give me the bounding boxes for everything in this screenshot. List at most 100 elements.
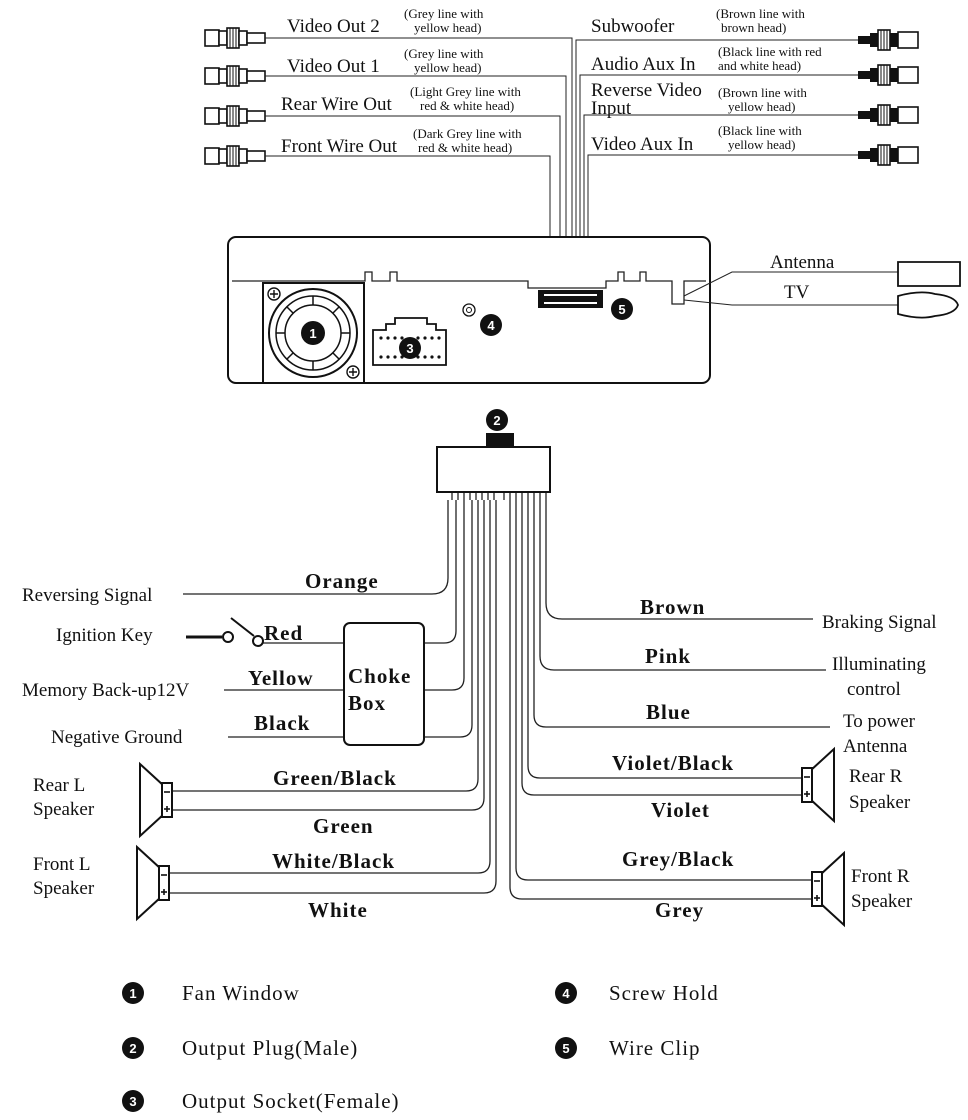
label-negative-ground: Negative Ground bbox=[51, 727, 183, 748]
note-subwoofer-b: brown head) bbox=[721, 20, 786, 35]
note-front-wire-out-a: (Dark Grey line with bbox=[413, 126, 522, 141]
note-video-aux-in-b: yellow head) bbox=[728, 137, 796, 152]
wire-clip bbox=[538, 290, 603, 308]
speaker-front-l bbox=[136, 846, 170, 920]
label-video-aux-in: Video Aux In bbox=[591, 134, 694, 155]
wire-violet-black bbox=[527, 500, 812, 779]
svg-text:Wire Clip: Wire Clip bbox=[609, 1036, 701, 1060]
color-yellow: Yellow bbox=[248, 666, 314, 690]
label-reverse-video-line2: Input bbox=[591, 98, 632, 119]
legend: 1 Fan Window 2 Output Plug(Male) 3 Outpu… bbox=[122, 981, 718, 1113]
choke-box-line2: Box bbox=[348, 691, 386, 715]
label-to-power-line2: Antenna bbox=[843, 736, 908, 757]
svg-text:5: 5 bbox=[618, 302, 625, 317]
rca-left-group: Video Out 2 (Grey line with yellow head)… bbox=[204, 6, 573, 288]
label-video-out-2: Video Out 2 bbox=[287, 16, 380, 37]
color-brown: Brown bbox=[640, 595, 705, 619]
label-braking-signal: Braking Signal bbox=[822, 612, 937, 633]
wire-pink bbox=[539, 500, 826, 671]
head-unit-rear-panel: 1 3 4 5 bbox=[227, 236, 711, 384]
svg-text:Fan Window: Fan Window bbox=[182, 981, 300, 1005]
wire-video-out-2 bbox=[265, 37, 573, 288]
label-front-wire-out: Front Wire Out bbox=[281, 136, 398, 157]
label-video-out-1: Video Out 1 bbox=[287, 56, 380, 77]
speaker-rear-l bbox=[139, 763, 173, 837]
label-rear-r: Rear R bbox=[849, 766, 903, 787]
label-memory-backup: Memory Back-up12V bbox=[22, 680, 190, 701]
label-ignition-key: Ignition Key bbox=[56, 625, 153, 646]
note-audio-aux-in-a: (Black line with red bbox=[718, 44, 822, 59]
label-front-l-line2: Speaker bbox=[33, 878, 95, 899]
callout-4: 4 bbox=[480, 314, 502, 336]
rca-right-group: Subwoofer (Brown line with brown head) A… bbox=[575, 6, 919, 288]
note-video-aux-in-a: (Black line with bbox=[718, 123, 802, 138]
label-front-r-line2: Speaker bbox=[851, 891, 913, 912]
label-front-r: Front R bbox=[851, 866, 910, 887]
svg-text:1: 1 bbox=[129, 986, 136, 1001]
label-subwoofer: Subwoofer bbox=[591, 16, 675, 37]
svg-text:Output Plug(Male): Output Plug(Male) bbox=[182, 1036, 358, 1060]
output-plug-male bbox=[436, 433, 551, 500]
label-illuminating-line2: control bbox=[847, 679, 901, 700]
color-black: Black bbox=[254, 711, 310, 735]
screw-hold bbox=[462, 303, 476, 317]
callout-2: 2 bbox=[486, 409, 508, 431]
label-audio-aux-in: Audio Aux In bbox=[591, 54, 696, 75]
choke-box: Choke Box bbox=[343, 622, 425, 746]
svg-text:Output Socket(Female): Output Socket(Female) bbox=[182, 1089, 400, 1113]
wire-black bbox=[424, 500, 473, 738]
svg-text:3: 3 bbox=[406, 341, 413, 356]
rca-connector-front-wire-out bbox=[204, 145, 266, 167]
wire-violet bbox=[521, 500, 812, 796]
note-reverse-video-b: yellow head) bbox=[728, 99, 796, 114]
label-illuminating: Illuminating bbox=[832, 654, 926, 675]
wire-white bbox=[169, 500, 497, 894]
note-rear-wire-out-b: red & white head) bbox=[420, 98, 514, 113]
label-reverse-video: Reverse Video bbox=[591, 80, 702, 101]
svg-text:1: 1 bbox=[309, 326, 316, 341]
color-blue: Blue bbox=[646, 700, 691, 724]
rca-connector-video-out-2 bbox=[204, 27, 266, 49]
antenna-tv-group: Antenna TV bbox=[683, 252, 961, 319]
note-video-out-2-b: yellow head) bbox=[414, 20, 482, 35]
wire-rear-wire-out bbox=[265, 115, 561, 288]
label-rear-l: Rear L bbox=[33, 775, 85, 796]
color-white: White bbox=[308, 898, 368, 922]
rca-connector-subwoofer bbox=[857, 29, 919, 51]
speaker-rear-r bbox=[801, 748, 835, 822]
color-violet: Violet bbox=[651, 798, 710, 822]
color-green: Green bbox=[313, 814, 374, 838]
wire-red bbox=[424, 500, 457, 644]
svg-text:5: 5 bbox=[562, 1041, 569, 1056]
color-green-black: Green/Black bbox=[273, 766, 397, 790]
label-rear-r-line2: Speaker bbox=[849, 792, 911, 813]
label-front-l: Front L bbox=[33, 854, 91, 875]
svg-text:4: 4 bbox=[487, 318, 495, 333]
legend-item-screw-hold: 4 Screw Hold bbox=[555, 981, 718, 1005]
ignition-switch bbox=[186, 617, 264, 647]
rca-connector-rear-wire-out bbox=[204, 105, 266, 127]
wire-reverse-video bbox=[583, 114, 858, 288]
svg-text:2: 2 bbox=[493, 413, 500, 428]
legend-item-fan-window: 1 Fan Window bbox=[122, 981, 300, 1005]
color-orange: Orange bbox=[305, 569, 379, 593]
rca-connector-video-out-1 bbox=[204, 65, 266, 87]
wire-green bbox=[172, 500, 485, 811]
svg-text:3: 3 bbox=[129, 1094, 136, 1109]
legend-item-output-socket: 3 Output Socket(Female) bbox=[122, 1089, 400, 1113]
note-rear-wire-out-a: (Light Grey line with bbox=[410, 84, 521, 99]
wire-antenna bbox=[683, 271, 898, 297]
wire-blue bbox=[533, 500, 830, 728]
speaker-front-r bbox=[811, 852, 845, 926]
note-reverse-video-a: (Brown line with bbox=[718, 85, 807, 100]
wire-audio-aux-in bbox=[579, 74, 858, 288]
note-video-out-1-b: yellow head) bbox=[414, 60, 482, 75]
wire-orange bbox=[183, 500, 449, 595]
rca-connector-video-aux-in bbox=[857, 144, 919, 166]
note-front-wire-out-b: red & white head) bbox=[418, 140, 512, 155]
wire-video-out-1 bbox=[265, 75, 567, 288]
color-pink: Pink bbox=[645, 644, 691, 668]
color-grey-black: Grey/Black bbox=[622, 847, 734, 871]
wire-grey bbox=[509, 500, 812, 900]
